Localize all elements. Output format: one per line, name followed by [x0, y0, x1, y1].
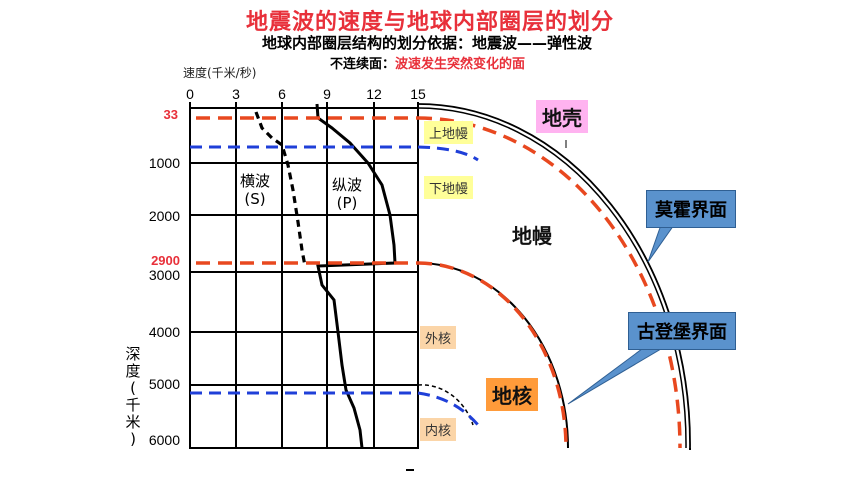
label-core: 地核: [486, 378, 538, 411]
depth-char: ): [130, 430, 136, 448]
p-wave-name: 纵波: [332, 176, 363, 194]
y-tick-4000: 4000: [148, 324, 180, 340]
x-tick-0: 0: [186, 86, 194, 102]
x-tick-3: 3: [232, 86, 240, 102]
y-tick-3000: 3000: [148, 267, 180, 283]
moho-callout-pointer: [647, 221, 677, 263]
moho-arc: [417, 116, 682, 449]
callout-moho: 莫霍界面: [646, 190, 736, 228]
discontinuity-lines: [196, 116, 682, 449]
depth-char: 深: [125, 345, 141, 363]
depth-tick-2900: 2900: [151, 253, 180, 268]
speed-axis-label: 速度(千米/秒): [183, 66, 257, 80]
depth-axis-label: 深 度 ( 千 米 ): [124, 346, 142, 448]
y-tick-6000: 6000: [148, 432, 180, 448]
p-wave-curve: [315, 103, 397, 449]
callout-gutenberg: 古登堡界面: [628, 312, 736, 350]
y-tick-5000: 5000: [148, 376, 180, 392]
s-wave-code: (S): [244, 190, 266, 208]
label-mantle: 地幔: [512, 224, 552, 248]
depth-char: 度: [125, 362, 141, 380]
blue-layer-lines: [190, 145, 480, 426]
s-wave-curve: [254, 111, 307, 267]
p-wave-code: (P): [336, 194, 358, 212]
label-lower-mantle: 下地幔: [424, 176, 474, 199]
x-tick-9: 9: [323, 86, 331, 102]
x-tick-15: 15: [410, 86, 426, 102]
top-ticks: [189, 102, 419, 108]
label-outer-core: 外核: [420, 326, 457, 349]
gutenberg-callout-pointer: [567, 345, 668, 405]
depth-tick-33: 33: [163, 107, 178, 122]
depth-char: 千: [125, 396, 141, 414]
label-upper-mantle: 上地幔: [424, 121, 474, 144]
depth-char: 米: [125, 413, 141, 431]
y-tick-1000: 1000: [148, 155, 180, 171]
label-inner-core: 内核: [420, 418, 457, 441]
label-crust: 地壳: [536, 100, 588, 133]
discontinuity-definition: 不连续面：波速发生突然变化的面: [330, 53, 525, 72]
s-wave-name: 横波: [240, 172, 271, 190]
division-basis-text: 地球内部圈层结构的划分依据：地震波——弹性波: [262, 34, 593, 52]
s-wave-label: 横波 (S): [240, 172, 270, 208]
x-tick-12: 12: [366, 86, 382, 102]
discontinuity-text: 波速发生突然变化的面: [395, 57, 526, 72]
earth-quarter-section: [417, 103, 691, 450]
p-wave-label: 纵波 (P): [332, 176, 362, 212]
y-tick-2000: 2000: [148, 208, 180, 224]
discontinuity-prefix: 不连续面：: [330, 57, 396, 72]
gutenberg-arc: [417, 261, 568, 449]
x-tick-6: 6: [278, 86, 286, 102]
velocity-grid: [189, 107, 419, 449]
depth-char: (: [130, 379, 136, 397]
page-title: 地震波的速度与地球内部圈层的划分: [245, 10, 614, 35]
